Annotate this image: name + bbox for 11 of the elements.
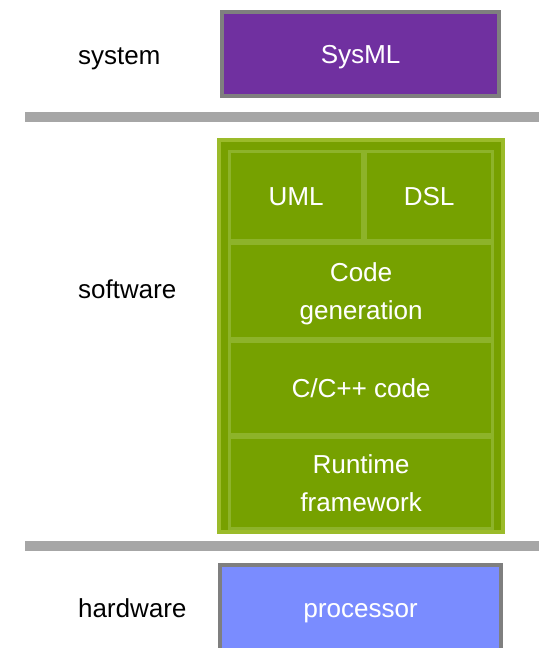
layer-box: SysML	[220, 10, 501, 98]
layer-box: processor	[218, 563, 503, 648]
layer-box: DSL	[364, 150, 494, 242]
layer-box: UML	[228, 150, 364, 242]
layer-box: Runtime framework	[228, 436, 494, 530]
layer-label: hardware	[78, 593, 186, 624]
layer-box: Code generation	[228, 242, 494, 340]
layer-box: C/C++ code	[228, 340, 494, 436]
layer-label: system	[78, 40, 160, 71]
stack-panel	[217, 138, 505, 534]
layer-label: software	[78, 274, 176, 305]
